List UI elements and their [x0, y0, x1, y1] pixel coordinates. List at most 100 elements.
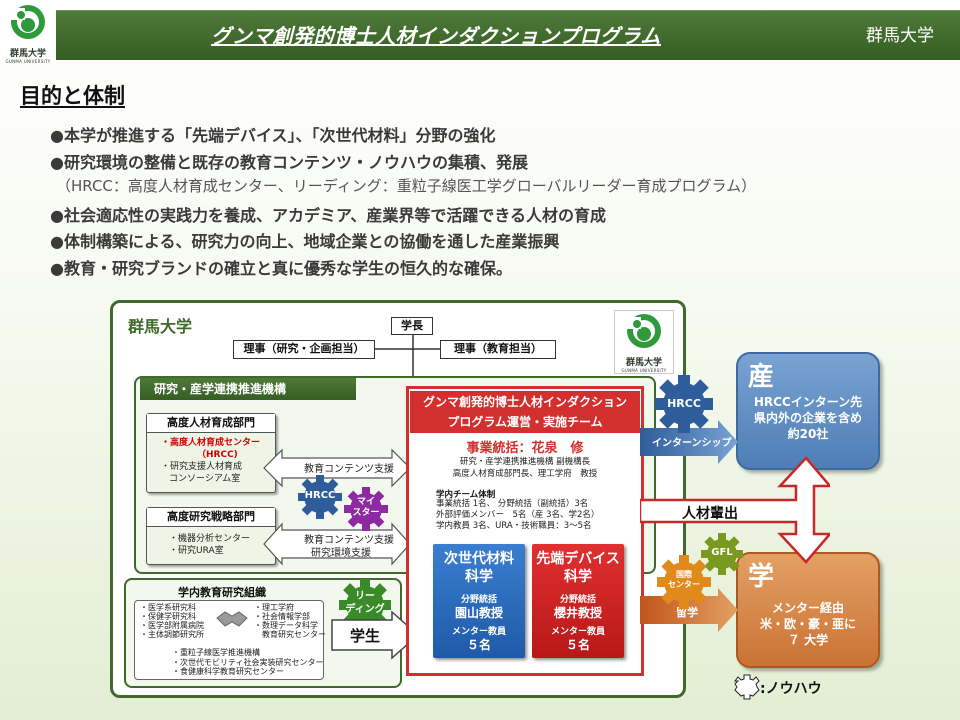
org-item: ・次世代モビリティ社会実装研究センター — [172, 657, 324, 667]
dept-research-strategy: 高度研究戦略部門 ・機器分析センター ・研究URA室 — [146, 507, 276, 565]
sub-lead: 園山教授 — [454, 606, 503, 620]
dept-line: ・高度人材育成センター — [161, 438, 261, 448]
student-arrow — [331, 610, 420, 660]
talent-output-arrow — [640, 456, 830, 564]
president-box: 学長 — [391, 317, 433, 335]
org-item: ・医学系研究科 — [140, 603, 196, 612]
team-title: 学内チーム体制 — [436, 490, 496, 500]
bullet-item: ●社会適応性の実践力を養成、アカデミア、産業界等で活躍できる人材の育成 — [50, 205, 607, 225]
student-label: 学生 — [350, 627, 381, 645]
team-line: 外部評価メンバー 5名（産 3名、学2名） — [436, 510, 600, 520]
logo-subtext: GUNMA UNIVERSITY — [621, 368, 667, 373]
logo-subtext: GUNMA UNIVERSITY — [5, 59, 51, 64]
academia-line: メンター経由 — [771, 601, 844, 615]
logo-mark-icon — [11, 5, 45, 39]
bullet-item: ●研究環境の整備と既存の教育コンテンツ・ノウハウの集積、発展 — [50, 152, 528, 172]
director-sub-line: 研究・産学連携推進機構 副機構長 — [459, 457, 591, 467]
frame-logo: 群馬大学 GUNMA UNIVERSITY — [614, 310, 674, 374]
program-team-header: グンマ創発的博士人材インダクション プログラム運営・実施チーム — [410, 391, 640, 433]
sub-mentor: ５名 — [565, 638, 590, 652]
bullet-item: ●本学が推進する「先端デバイス」、「次世代材料」分野の強化 — [50, 126, 496, 145]
section-title: 目的と体制 — [20, 84, 125, 108]
program-director: 事業統括：花泉 修 — [466, 441, 584, 456]
device-science-box: 先端デバイス 科学 分野統括 櫻井教授 メンター教員 ５名 — [532, 544, 624, 658]
industry-box: 産 HRCCインターン先 県内外の企業を含め 約20社 — [736, 352, 880, 470]
academia-head: 学 — [748, 562, 775, 592]
dept-line: コンソーシアム室 — [169, 474, 241, 484]
bullet-item: ●教育・研究ブランドの確立と真に優秀な学生の恒久的な確保。 — [50, 258, 512, 278]
header-bar: グンマ創発的博士人材インダクションプログラム 群馬大学 — [56, 10, 960, 60]
org-item: ・保健学研究科 — [140, 612, 196, 621]
support-arrow-label: 教育コンテンツ支援 — [304, 464, 394, 475]
page-title: グンマ創発的博士人材インダクションプログラム — [211, 24, 661, 48]
org-item: 教育研究センター — [262, 630, 326, 639]
team-line: 学内教員 3名、URA・技術職員：3～5名 — [436, 521, 592, 531]
gfl-gear-label: GFL — [711, 547, 733, 558]
director-research-box: 理事（研究・企画担当） — [233, 340, 375, 359]
academia-line: 米・欧・豪・亜に — [759, 617, 856, 631]
sub-lead-label: 分野統括 — [460, 595, 497, 605]
org-item: ・理工学府 — [254, 603, 294, 612]
gfl-gear-icon — [701, 533, 743, 575]
org-item: ・主体調節研究所 — [140, 630, 204, 639]
director-sub-line: 高度人材育成部門長、理工学府 教授 — [452, 469, 598, 479]
org-item: ・社会情報学部 — [254, 612, 310, 621]
dept-line: ・研究URA室 — [169, 546, 224, 556]
internal-org-bottom: ・重粒子線医学推進機構 ・次世代モビリティ社会実装研究センター ・食健康科学教育… — [172, 648, 324, 677]
internship-arrow — [640, 420, 738, 464]
industry-head: 産 — [748, 362, 775, 392]
bullet-note: （HRCC：高度人材育成センター、リーディング：重粒子線医工学グローバルリーダー… — [56, 177, 757, 195]
study-abroad-label: 留学 — [676, 606, 698, 619]
logo-text: 群馬大学 — [625, 358, 662, 368]
program-head-line2: プログラム運営・実施チーム — [447, 415, 603, 429]
talent-output-label: 人材輩出 — [682, 506, 738, 522]
frame-label: 群馬大学 — [128, 317, 193, 336]
university-logo: 群馬大学 GUNMA UNIVERSITY — [2, 2, 54, 64]
org-item: ・食健康科学教育研究センター — [172, 667, 284, 676]
internship-label: インターンシップ — [652, 438, 732, 449]
header-university: 群馬大学 — [866, 26, 934, 46]
hrcc-big-gear-label: HRCC — [667, 397, 701, 410]
support-arrow-label: 教育コンテンツ支援 — [304, 535, 394, 546]
internal-org-title: 学内教育研究組織 — [178, 586, 266, 599]
sub-title: 次世代材料 — [444, 551, 514, 567]
internal-org-box — [134, 600, 324, 680]
academia-box: 学 メンター経由 米・欧・豪・亜に ７ 大学 — [736, 552, 880, 668]
dept-line: ・機器分析センター — [169, 534, 251, 544]
support-arrow-label: 研究環境支援 — [311, 548, 371, 559]
dept-title: 高度研究戦略部門 — [147, 508, 275, 527]
industry-line: 約20社 — [787, 427, 829, 441]
program-director-sub: 研究・産学連携推進機構 副機構長 高度人材育成部門長、理工学府 教授 — [410, 456, 640, 480]
internal-org-left: ・医学系研究科 ・保健学研究科 ・医学部附属病院 ・主体調節研究所 — [140, 603, 204, 639]
hrcc-gear-label: HRCC — [304, 490, 336, 501]
logo-text: 群馬大学 — [9, 49, 46, 59]
mice-gear-label: マイ スター — [352, 497, 380, 518]
sub-mentor-label: メンター教員 — [550, 627, 605, 637]
industry-line: 県内外の企業を含め — [753, 411, 862, 425]
sub-mentor-label: メンター教員 — [451, 627, 506, 637]
sub-title: 先端デバイス — [536, 551, 620, 567]
org-label: 研究・産学連携推進機構 — [140, 378, 356, 400]
handshake-icon — [216, 611, 248, 627]
org-item: ・数理データ科学 — [254, 621, 318, 630]
org-item: ・重粒子線医学推進機構 — [172, 648, 260, 657]
sub-title: 科学 — [465, 569, 493, 585]
sub-title: 科学 — [564, 569, 592, 585]
industry-text: HRCCインターン先 県内外の企業を含め 約20社 — [738, 394, 878, 442]
dept-line: （HRCC) — [197, 450, 238, 460]
org-item: ・医学部附属病院 — [140, 621, 204, 630]
academia-text: メンター経由 米・欧・豪・亜に ７ 大学 — [738, 600, 878, 648]
hrcc-gear-icon — [298, 475, 342, 519]
program-head-line1: グンマ創発的博士人材インダクション — [422, 395, 627, 409]
intl-center-gear-icon — [657, 555, 711, 609]
logo-mark-icon — [627, 314, 661, 348]
bullet-list: ●本学が推進する「先端デバイス」、「次世代材料」分野の強化 ●研究環境の整備と既… — [50, 122, 930, 281]
knowhow-legend-label: :ノウハウ — [760, 681, 822, 697]
leading-gear-label: リー ディング — [345, 591, 385, 615]
sub-lead: 櫻井教授 — [553, 606, 602, 620]
bullet-item: ●体制構築による、研究力の向上、地域企業との協働を通した産業振興 — [50, 232, 560, 251]
dept-line: ・研究支援人材育成 — [161, 462, 243, 472]
industry-line: HRCCインターン先 — [753, 395, 863, 409]
intl-center-gear-label: 国際 センター — [668, 570, 700, 589]
team-lines: 事業統括 1名、 分野統括（副統括）3名 外部評価メンバー 5名（産 3名、学2… — [436, 499, 599, 532]
